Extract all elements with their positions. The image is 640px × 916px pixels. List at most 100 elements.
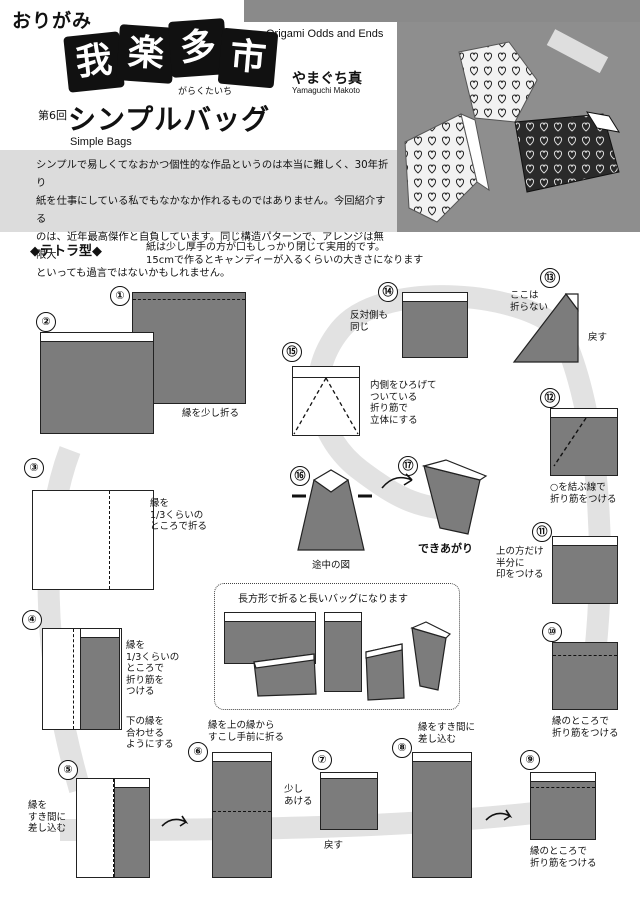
step10-fold-line [553,655,617,656]
step-label: 上の方だけ 半分に 印をつける [496,546,544,581]
variant-bag-wide [253,653,317,697]
label-line: つける [126,686,155,697]
intro-line: シンプルで易しくてなおかつ個性的な作品というのは本当に難しく、30年折り [36,159,389,189]
page-title: シンプルバッグ [68,103,271,136]
step-label: 縁をすき間に 差し込む [418,722,475,745]
label-line: 1/3くらいの [150,509,204,521]
variant-edge [225,613,315,622]
label-line: ようにする [126,739,174,750]
header: おりがみ 我 楽 多 市 がらくたいち Origami Odds and End… [0,0,396,150]
label-line: 縁を [126,640,146,651]
step-label: 戻す [324,840,344,851]
label-line: 1/3くらいの [126,651,180,663]
label-line: 折り筋を [126,674,165,686]
step-label: ここは 折らない [510,290,548,313]
step-number: ⑧ [392,738,412,758]
step9-paper [530,772,596,840]
step11-paper [552,536,618,604]
variant-bag-tall [365,643,405,701]
section-note-line: 紙は少し厚手の方が口もしっかり閉じて実用的です。 [146,242,385,253]
label-line: 縁を [150,498,170,509]
issue-number: 第6回 [38,109,67,122]
step6-paper [212,752,272,878]
step13-diagram [512,293,579,363]
label-line: 合わせる [126,727,165,739]
label-line: 折り筋で [370,403,409,414]
step12-diagonal [553,417,587,467]
label-line: ここは [510,290,539,301]
arrow-icon [381,473,413,489]
label-line: 縁のところで [552,716,610,727]
step-label: 縁を 1/3くらいの ところで 折り筋を つける [126,640,179,698]
label-line: 立体にする [370,414,418,426]
step-number: ⑨ [520,750,540,770]
label-line: 印をつける [496,569,544,580]
step6-fold-line [213,811,271,812]
label-line: ○を結ぶ線で [550,482,606,493]
step-number: ⑦ [312,750,332,770]
step5-fold-line [113,779,114,877]
label-line: 折り筋をつける [550,493,617,505]
step-number: ⑤ [58,760,78,780]
step-number: ⑩ [542,622,562,642]
step14-paper [402,292,468,358]
label-line: 縁を [28,800,48,811]
bag-right [514,113,620,193]
section-note-line: 15cmで作るとキャンディーが入るくらいの大きさになります [146,255,424,266]
section-note: 紙は少し厚手の方が口もしっかり閉じて実用的です。 15cmで作るとキャンディーが… [146,241,423,267]
step4-flap-edge [81,629,119,638]
label-line: すき間に [28,811,67,823]
bags-illustration [404,29,621,223]
bag-left-edge [460,113,490,192]
label-line: 差し込む [28,823,67,834]
step2-folded-edge [41,333,153,342]
step8-paper [412,752,472,878]
step-number: ④ [22,610,42,630]
label-line: あける [284,795,313,807]
label-line: 差し込む [418,733,457,745]
step1-fold-line [133,293,245,300]
step14-edge [403,293,467,302]
step-label: 少し あける [284,784,313,807]
step8-edge [413,753,471,762]
variant-title: 長方形で折ると長いバッグになります [238,594,408,605]
step7-paper [320,772,378,830]
step15-edge [293,367,359,378]
step15-creases [293,377,359,435]
logo-char-2: 楽 [116,24,176,84]
step11-edge [553,537,617,546]
arrow-icon [161,815,189,827]
label-line: 下の縁を [126,716,165,727]
label-line: ところで [126,663,165,674]
step7-edge [321,773,377,779]
intro-line: 紙を仕事にしている私でもなかなか作れるものではありません。今回紹介する [36,195,386,225]
label-line: 折らない [510,301,549,313]
label-line: 半分に [496,557,525,569]
series-name-en: Origami Odds and Ends [266,28,384,40]
label-line: 同じ [350,321,370,333]
label-line: 上の方だけ [496,546,544,557]
intro-line: といっても過言ではないかもしれません。 [36,267,231,279]
step17-finished-bag [421,459,488,535]
finished-bags-photo [397,22,640,232]
photo-stripe [546,29,609,74]
step-label: 縁を 1/3くらいの ところで折る [150,498,207,533]
step5-flap-edge [115,779,149,788]
intro-line: のは、近年最高傑作と自負しています。同じ構造パターンで、アレンジは無限大 [36,231,384,261]
series-name-ja: おりがみ [12,10,93,32]
label-line: すこし手前に折る [208,731,285,743]
step4-flap [80,628,120,730]
variant-bag-tetra [410,621,452,691]
label-line: 縁を上の縁から [208,720,275,731]
step-number: ⑭ [378,282,398,302]
step-number: ② [36,312,56,332]
page-subtitle: Simple Bags [70,136,132,148]
step-number: ⑫ [540,388,560,408]
step5-flap [114,778,150,878]
step-label: 途中の図 [312,560,351,571]
step-label: 下の縁を 合わせる ようにする [126,716,174,751]
step-number: ⑮ [282,342,302,362]
band-right [307,285,611,692]
section-title: ◆テトラ型◆ [30,244,102,259]
